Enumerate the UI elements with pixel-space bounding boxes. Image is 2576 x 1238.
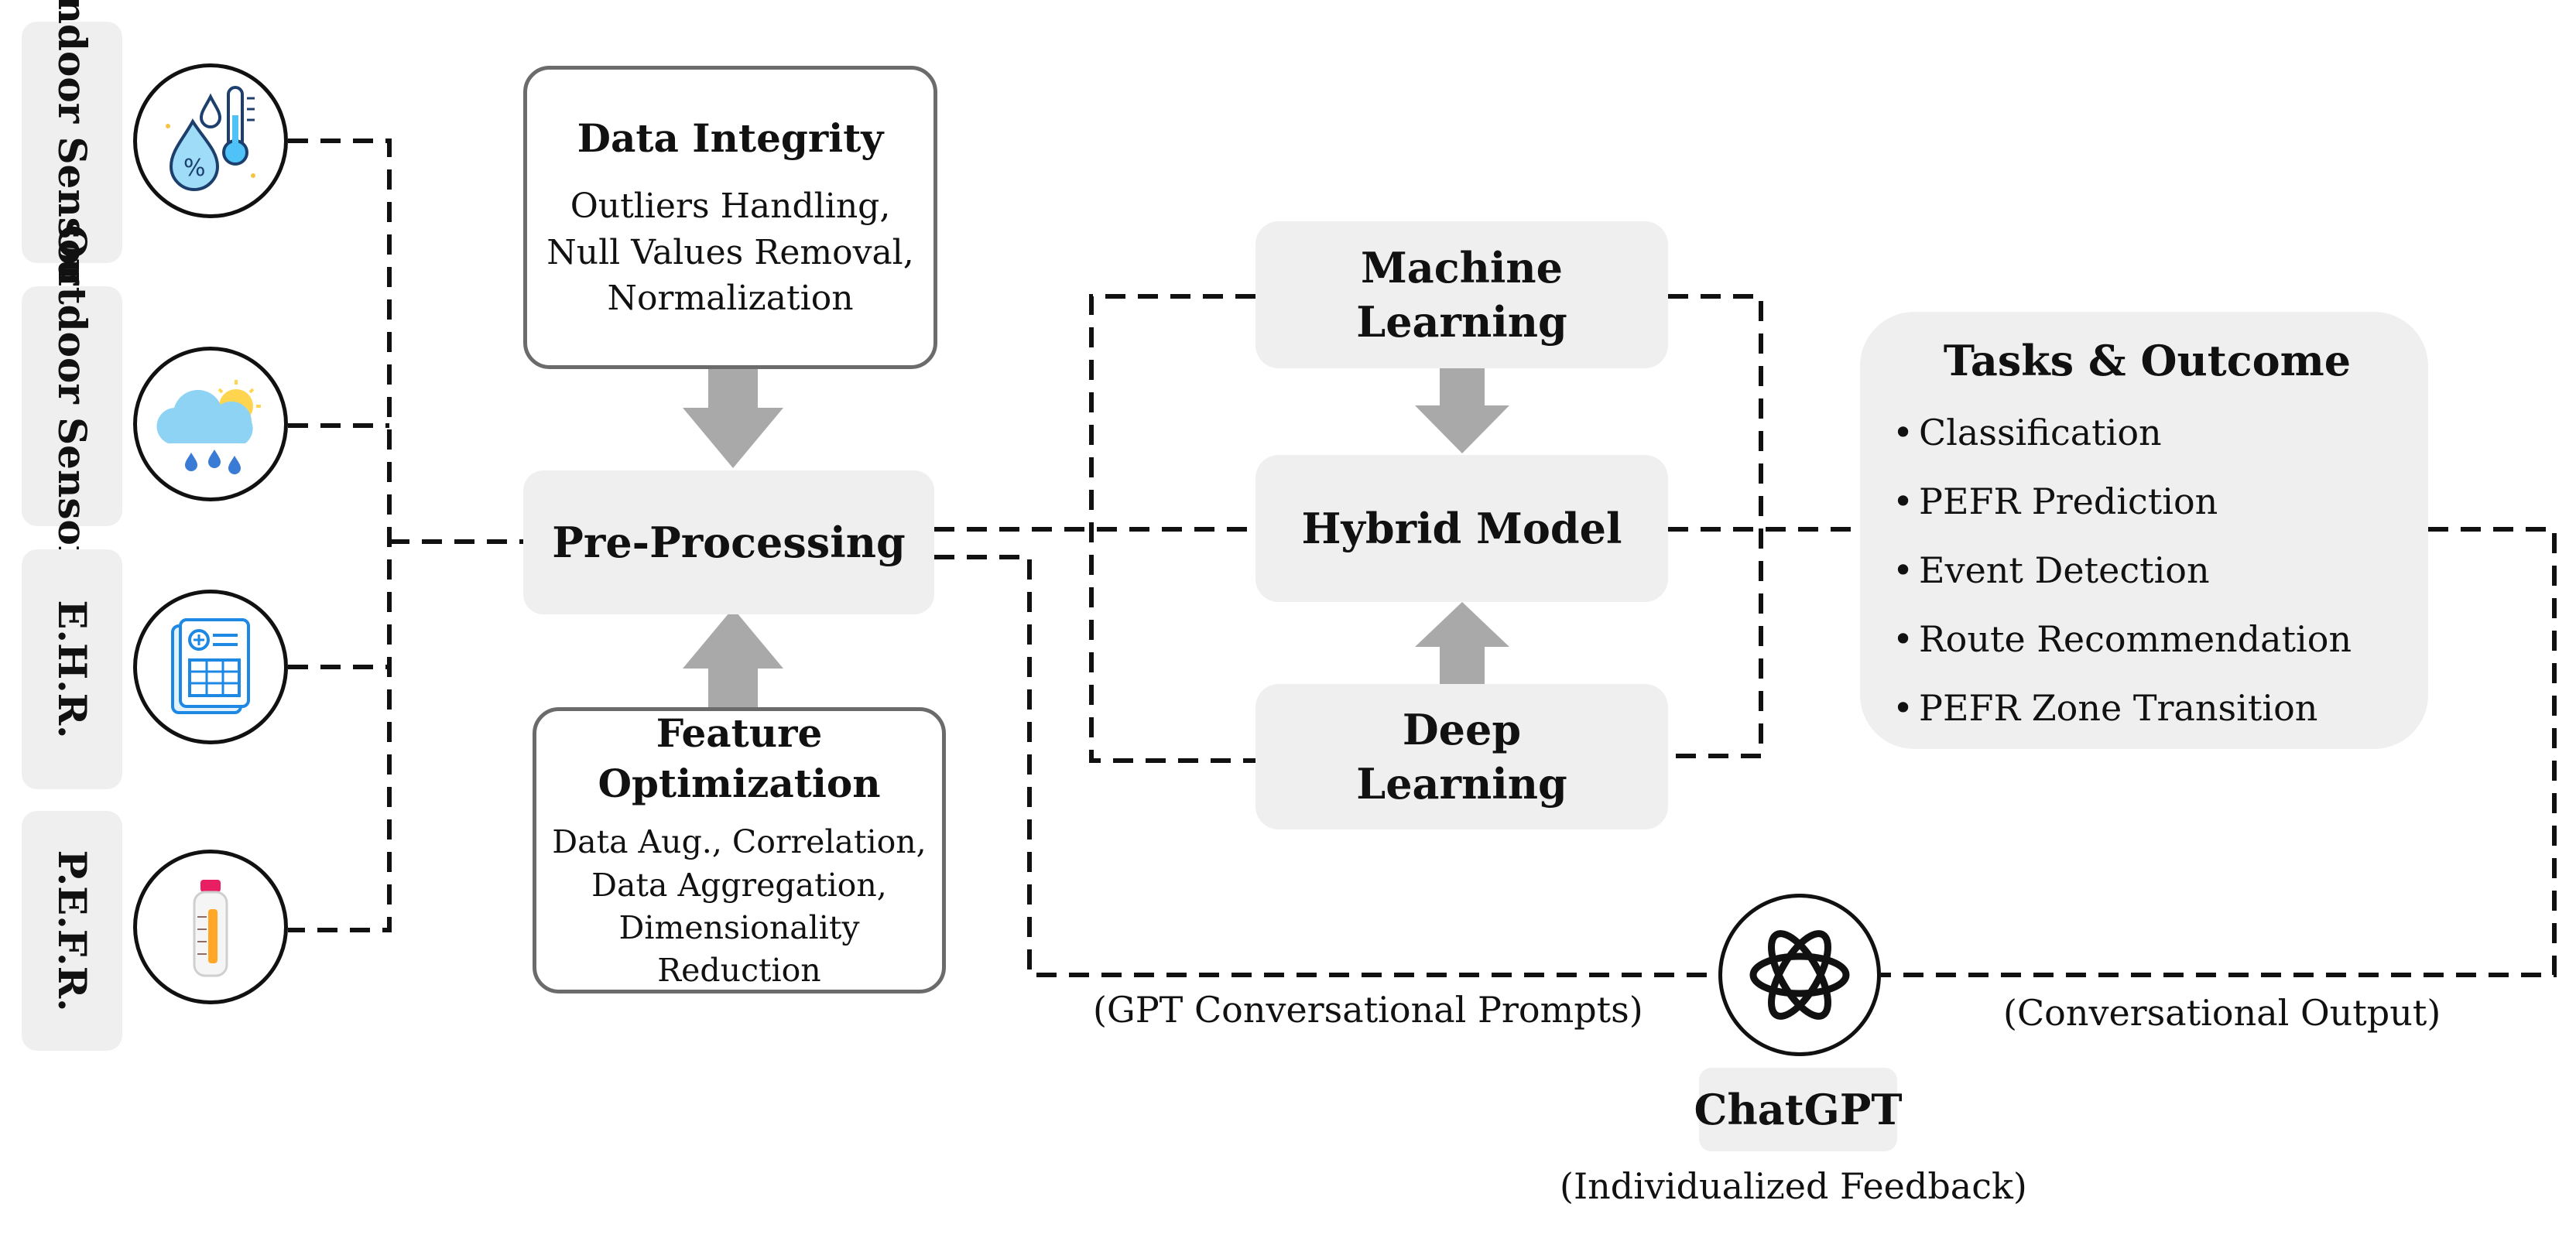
humidity-thermometer-icon: % (133, 63, 288, 218)
arrow-feature-optimization-to-preprocessing (683, 608, 783, 709)
data-integrity-line: Normalization (607, 279, 854, 319)
arrow-data-integrity-to-preprocessing (683, 369, 783, 468)
source-label-indoor-sensors: Indoor Sensors (22, 0, 122, 307)
machine-learning-title: Learning (1356, 297, 1567, 347)
source-label-ehr: E.H.R. (22, 549, 122, 789)
source-label-text: P.E.F.R. (50, 850, 95, 1012)
tasks-outcome-title: Tasks & Outcome (1943, 336, 2352, 385)
deep-learning-title: Deep (1402, 704, 1522, 754)
deep-learning-title: Learning (1356, 759, 1567, 809)
source-label-outdoor-sensors: Outdoor Sensors (22, 225, 122, 587)
pre-processing-box: Pre-Processing (523, 470, 934, 614)
peak-flow-meter-icon (133, 850, 288, 1004)
task-item: PEFR Prediction (1882, 467, 2413, 536)
data-integrity-title: Data Integrity (577, 115, 884, 162)
arrow-ml-to-hybrid (1415, 368, 1509, 453)
machine-learning-title: Machine (1360, 242, 1564, 292)
source-label-text: E.H.R. (50, 600, 95, 739)
deep-learning-box: Deep Learning (1255, 684, 1668, 829)
feature-optimization-line: Dimensionality Reduction (618, 909, 860, 990)
feedback-caption: (Individualized Feedback) (1560, 1165, 2027, 1207)
weather-cloud-rain-icon (133, 347, 288, 501)
task-item: Route Recommendation (1882, 605, 2413, 674)
medical-record-icon (133, 590, 288, 744)
prompts-caption: (GPT Conversational Prompts) (1093, 989, 1643, 1031)
openai-logo-icon (1718, 894, 1881, 1056)
feature-optimization-line: Data Aggregation, (591, 866, 887, 904)
machine-learning-box: Machine Learning (1255, 221, 1668, 368)
tasks-list: Classification PEFR Prediction Event Det… (1882, 398, 2413, 743)
task-item: PEFR Zone Transition (1882, 674, 2413, 743)
ml-dl-left-bracket (1089, 294, 1255, 763)
arrow-dl-to-hybrid (1415, 602, 1509, 686)
chatgpt-label-box: ChatGPT (1694, 1068, 1903, 1151)
source-label-text: Outdoor Sensors (50, 224, 95, 588)
pre-processing-title: Pre-Processing (552, 517, 906, 567)
data-integrity-line: Outliers Handling, (570, 186, 891, 227)
prompts-path (934, 555, 1726, 977)
data-integrity-box: Data Integrity Outliers Handling, Null V… (523, 66, 937, 369)
feature-optimization-title: Optimization (598, 761, 881, 807)
output-caption: (Conversational Output) (2003, 992, 2441, 1034)
feature-optimization-box: Feature Optimization Data Aug., Correlat… (533, 707, 946, 993)
data-integrity-line: Null Values Removal, (546, 232, 914, 272)
indoor-connector (288, 139, 392, 932)
svg-text:%: % (183, 155, 206, 182)
hybrid-model-box: Hybrid Model (1255, 455, 1668, 602)
task-item: Classification (1882, 398, 2413, 467)
feature-optimization-title: Feature (656, 710, 823, 757)
source-label-pefr: P.E.F.R. (22, 811, 122, 1051)
task-item: Event Detection (1882, 536, 2413, 605)
chatgpt-label: ChatGPT (1694, 1084, 1903, 1134)
tasks-outcome-box: Tasks & Outcome Classification PEFR Pred… (1860, 312, 2428, 749)
ml-dl-right-bracket (1668, 294, 1763, 758)
feature-optimization-line: Data Aug., Correlation, (552, 823, 927, 861)
hybrid-model-title: Hybrid Model (1301, 503, 1622, 553)
